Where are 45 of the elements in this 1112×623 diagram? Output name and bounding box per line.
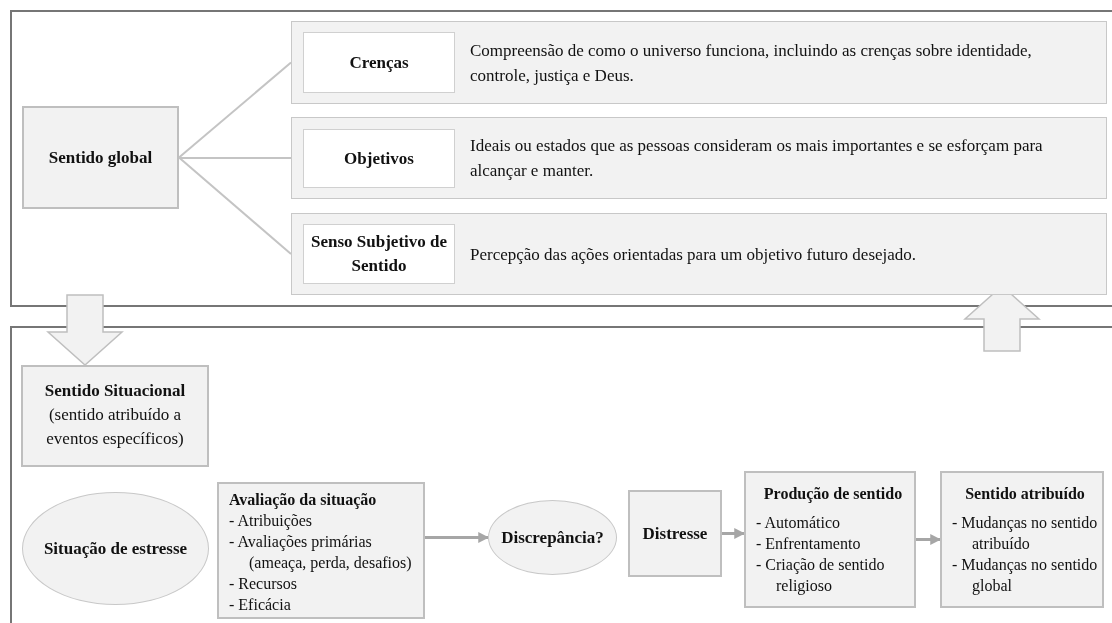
node-label: Discrepância? [501, 526, 604, 549]
list-item: - Recursos [229, 574, 298, 594]
heading-text: Avaliação da situação [229, 490, 378, 510]
arrow [916, 534, 942, 545]
description-band [291, 21, 1107, 104]
list-item: - Criação de sentido religioso [756, 555, 886, 596]
process-box [21, 365, 209, 467]
heading-text: Produção de sentido [762, 484, 904, 504]
concept-box [628, 490, 722, 577]
node-label: Senso Subjetivo de Sentido [310, 231, 448, 277]
node-label: Sentido global [48, 146, 153, 169]
connector-line [178, 157, 292, 159]
heading-text: Sentido atribuído [964, 484, 1086, 504]
label-box [303, 32, 455, 93]
process-box [744, 471, 916, 608]
node-label: Objetivos [344, 147, 414, 170]
description-text: Ideais ou estados que as pessoas consideram os mais importantes e se esforçam para alcançar e manter. [470, 135, 1044, 182]
arrow [722, 528, 746, 539]
arrow [425, 532, 490, 543]
heading-text: Sentido Situacional [43, 380, 187, 402]
description-text: Percepção das ações orientadas para um objetivo futuro desejado. [470, 243, 918, 266]
list-item: - Automático [756, 513, 841, 533]
description-band [291, 213, 1107, 295]
connector-line [178, 156, 292, 255]
description-text: Compreensão de como o universo funciona, incluindo as crenças sobre identidade, controle, justiça e Deus. [470, 39, 1033, 87]
list-item: - Mudanças no sentido global [952, 555, 1098, 596]
node-label: Situação de estresse [43, 537, 188, 560]
label-box [303, 129, 455, 188]
node-label: Crenças [349, 51, 409, 74]
list-item: - Atribuições [229, 511, 314, 531]
list-item: - Enfrentamento [756, 534, 862, 554]
subtitle-text: (sentido atribuído a eventos específicos) [45, 404, 185, 450]
list-item: - Mudanças no sentido atribuído [952, 513, 1098, 554]
concept-box [22, 106, 179, 209]
label-box [303, 224, 455, 284]
description-band [291, 117, 1107, 199]
list-item: - Eficácia [229, 595, 292, 615]
node-label: Distresse [642, 522, 708, 545]
process-box [217, 482, 425, 619]
list-item: - Avaliações primárias (ameaça, perda, desafios) [229, 532, 413, 573]
block-arrow [46, 294, 124, 366]
connector-line [178, 61, 292, 159]
panel-frame [10, 10, 1112, 307]
panel-frame [10, 326, 1112, 623]
process-box [940, 471, 1104, 608]
